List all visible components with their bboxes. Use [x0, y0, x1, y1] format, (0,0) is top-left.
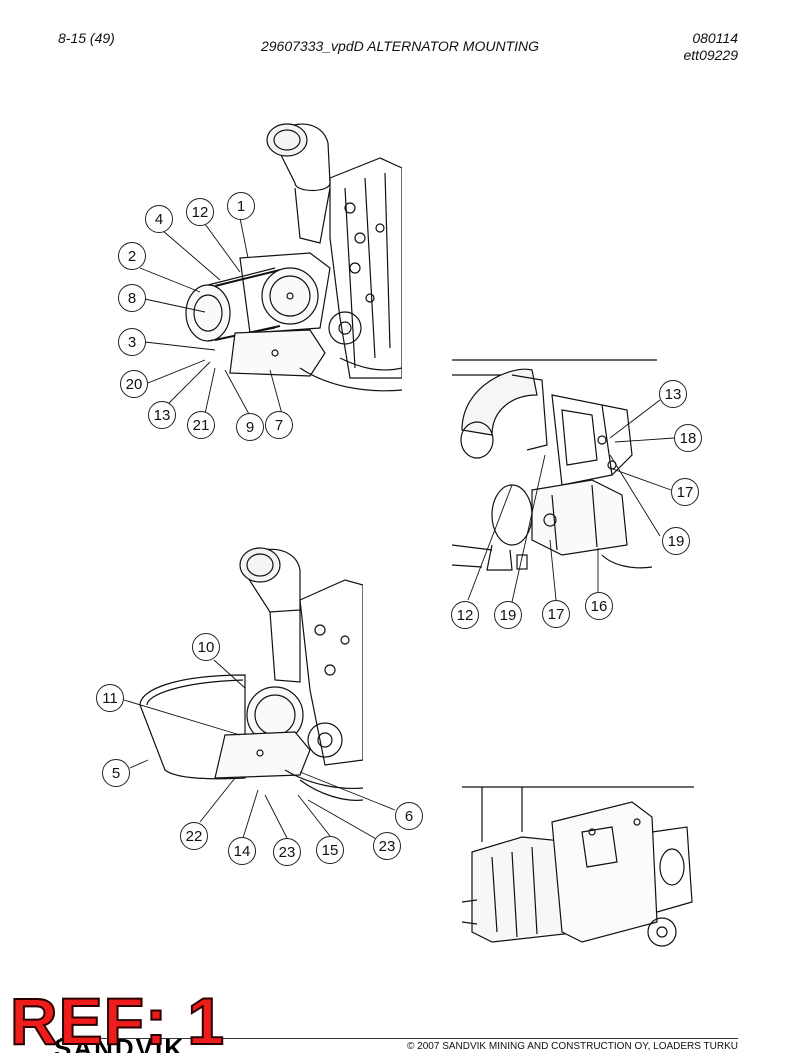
callout-9: 9	[236, 413, 264, 441]
callout-19-bottom: 19	[494, 601, 522, 629]
callout-1: 1	[227, 192, 255, 220]
callout-3: 3	[118, 328, 146, 356]
callout-13-right: 13	[659, 380, 687, 408]
callout-19-right: 19	[662, 527, 690, 555]
callout-13: 13	[148, 401, 176, 429]
callout-16: 16	[585, 592, 613, 620]
callout-15: 15	[316, 836, 344, 864]
copyright: © 2007 SANDVIK MINING AND CONSTRUCTION O…	[407, 1041, 738, 1052]
figure-alternator-closeup	[452, 355, 657, 580]
callout-18: 18	[674, 424, 702, 452]
figure-mounted-view	[462, 782, 694, 954]
brand-logo: SANDVIK	[54, 1038, 186, 1053]
figure-alternator-top	[180, 118, 402, 398]
document-drawing-code: ett09229	[683, 47, 739, 63]
callout-17-bottom: 17	[542, 600, 570, 628]
footer-rule	[60, 1038, 738, 1039]
callout-12: 12	[186, 198, 214, 226]
callout-17-right: 17	[671, 478, 699, 506]
callout-10: 10	[192, 633, 220, 661]
callout-11: 11	[96, 684, 124, 712]
callout-20: 20	[120, 370, 148, 398]
figure-belt-guard	[135, 540, 363, 815]
callout-2: 2	[118, 242, 146, 270]
document-code: 080114 ett09229	[684, 30, 739, 64]
page-number: 8-15 (49)	[58, 30, 115, 46]
callout-22: 22	[180, 822, 208, 850]
callout-14: 14	[228, 837, 256, 865]
callout-8: 8	[118, 284, 146, 312]
callout-6: 6	[395, 802, 423, 830]
document-date-code: 080114	[692, 30, 738, 46]
document-title: 29607333_vpdD ALTERNATOR MOUNTING	[260, 38, 540, 54]
ref-stamp: REF: 1	[9, 984, 226, 1058]
callout-4: 4	[145, 205, 173, 233]
callout-5: 5	[102, 759, 130, 787]
callout-7: 7	[265, 411, 293, 439]
callout-21: 21	[187, 411, 215, 439]
callout-23-left: 23	[273, 838, 301, 866]
callout-12-right: 12	[451, 601, 479, 629]
callout-23-right: 23	[373, 832, 401, 860]
